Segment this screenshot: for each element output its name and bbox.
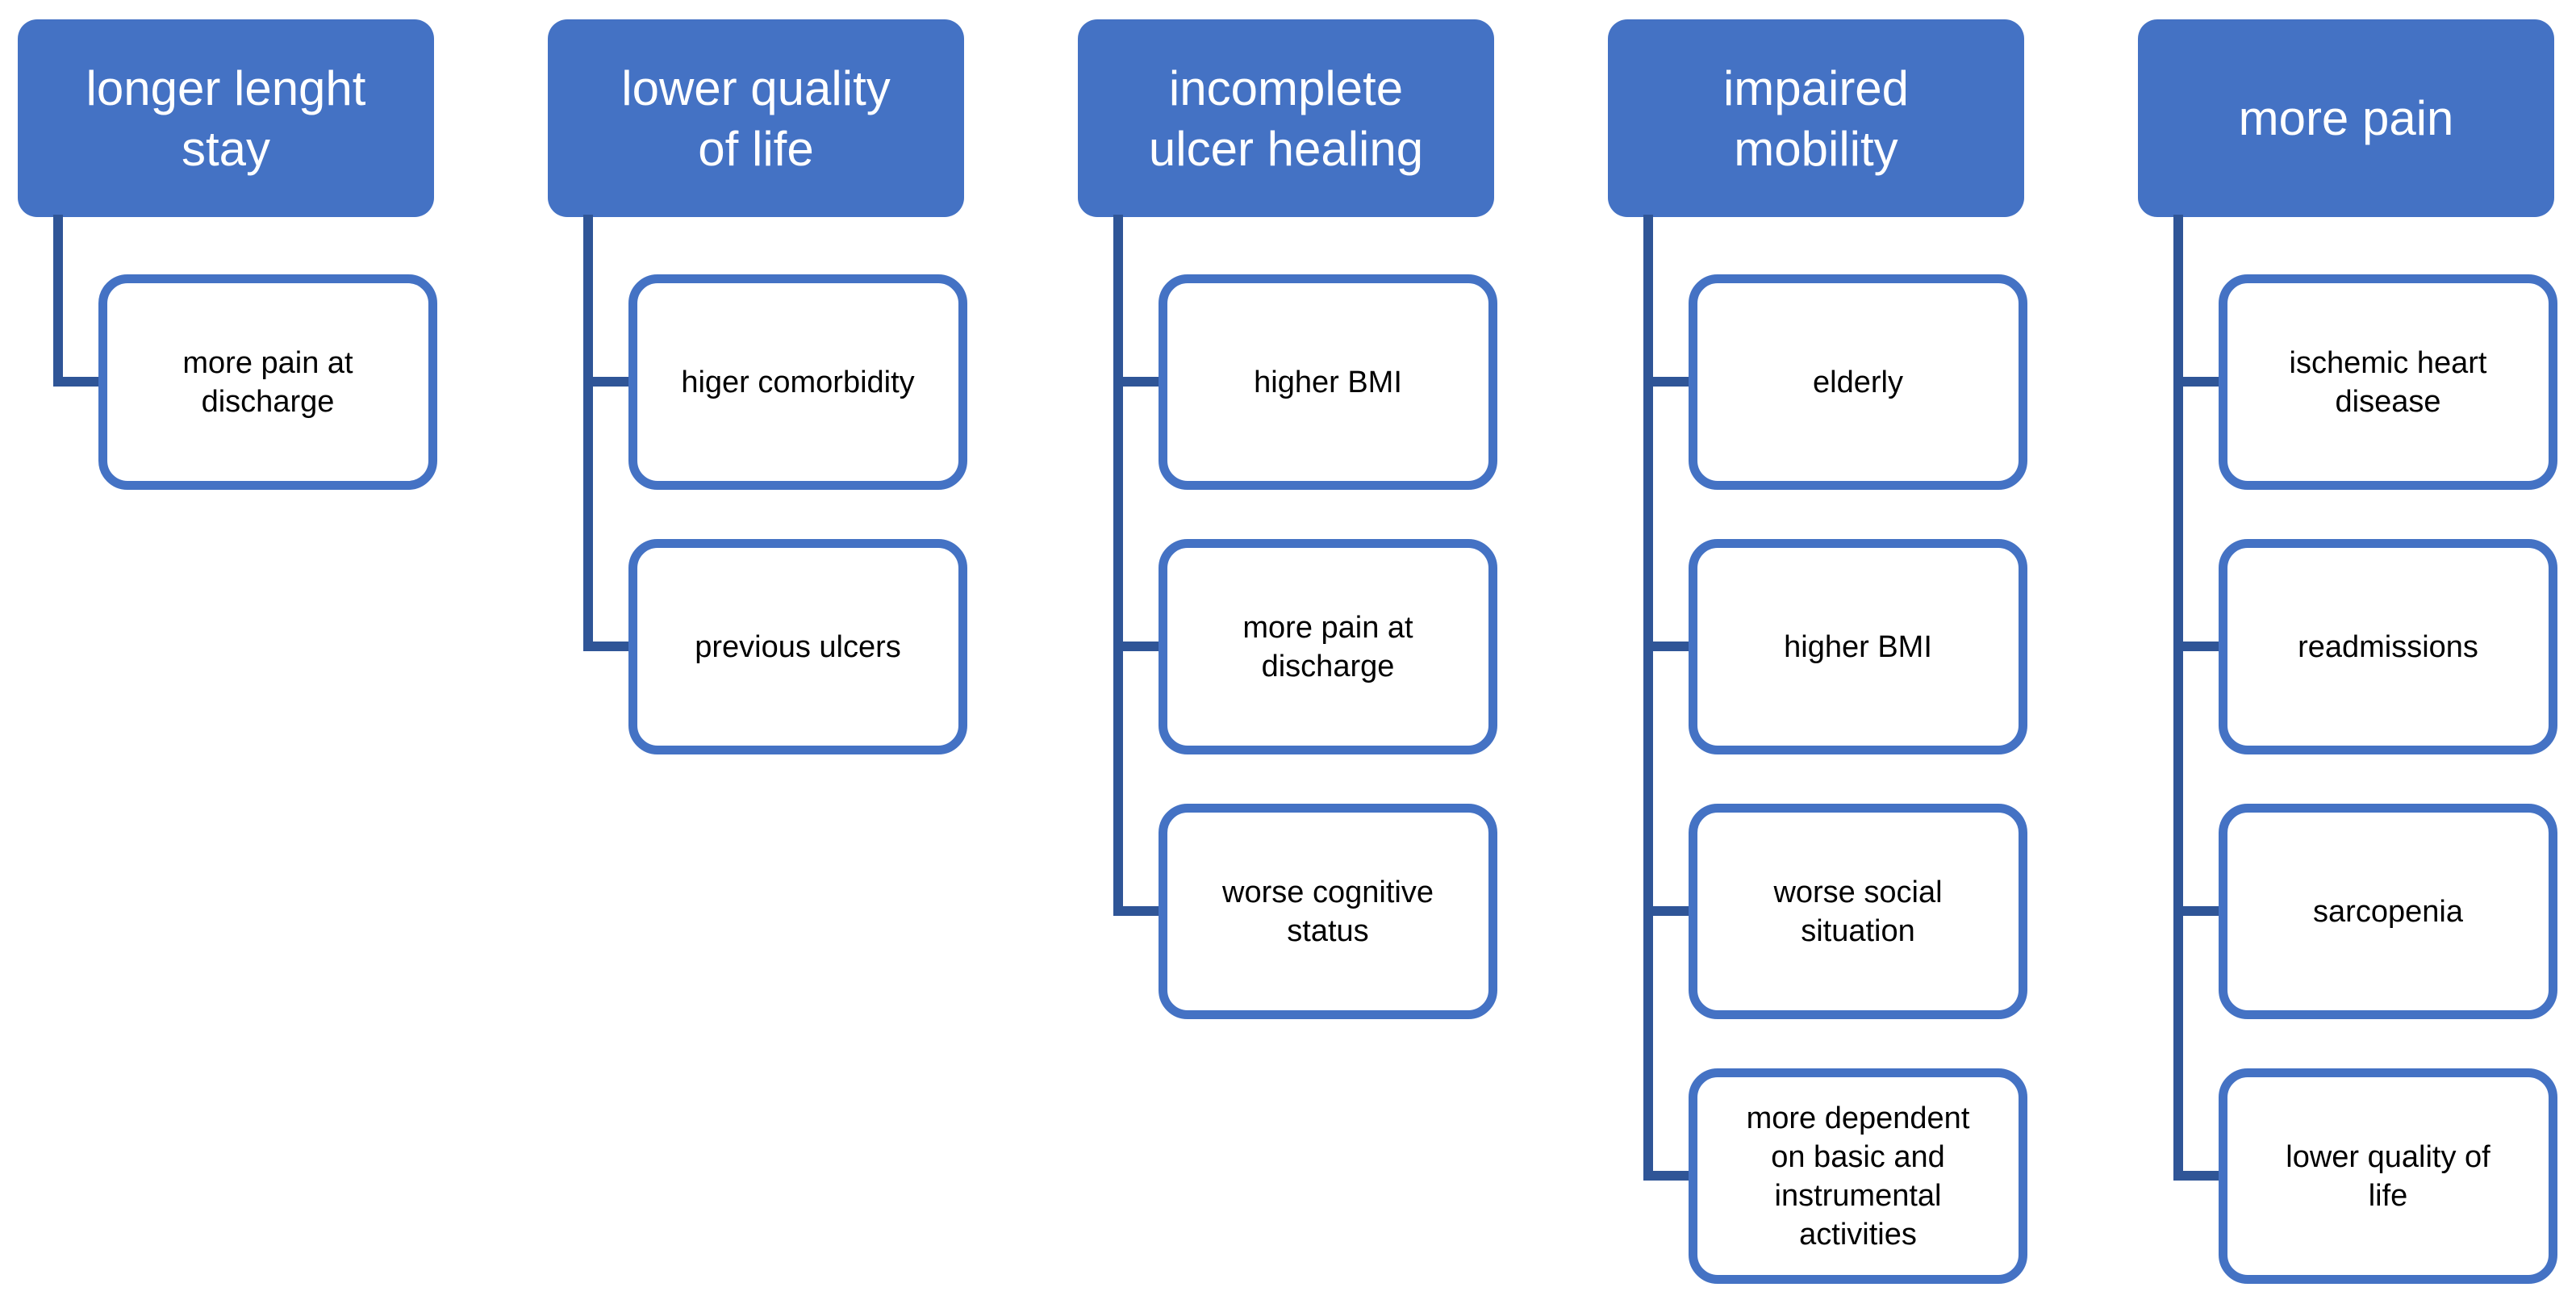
branch-header-more-pain: more pain xyxy=(2138,19,2554,217)
connector-stub xyxy=(2173,377,2223,387)
branch-column-2: lower quality of life higer comorbidity … xyxy=(548,0,988,1304)
branch-header-lower-quality-of-life: lower quality of life xyxy=(548,19,964,217)
connector-stub xyxy=(1113,906,1163,916)
connector-stub xyxy=(1113,642,1163,651)
connector-stub xyxy=(1643,1171,1693,1181)
factor-box: worse cognitive status xyxy=(1159,804,1497,1019)
factor-box: higher BMI xyxy=(1689,539,2027,754)
connector-stub xyxy=(53,377,103,387)
connector-trunk xyxy=(1643,215,1653,1181)
connector-stub xyxy=(583,642,633,651)
branch-column-1: longer lenght stay more pain at discharg… xyxy=(18,0,458,1304)
connector-stub xyxy=(1643,377,1693,387)
connector-trunk xyxy=(2173,215,2183,1181)
factor-box: more dependent on basic and instrumental… xyxy=(1689,1068,2027,1284)
connector-trunk xyxy=(53,215,63,387)
connector-stub xyxy=(2173,906,2223,916)
connector-trunk xyxy=(583,215,593,651)
factor-box: higer comorbidity xyxy=(628,274,967,490)
branch-header-impaired-mobility: impaired mobility xyxy=(1608,19,2024,217)
factor-box: higher BMI xyxy=(1159,274,1497,490)
factor-box: lower quality of life xyxy=(2219,1068,2557,1284)
factor-box: elderly xyxy=(1689,274,2027,490)
factor-box: sarcopenia xyxy=(2219,804,2557,1019)
connector-stub xyxy=(1643,642,1693,651)
connector-stub xyxy=(2173,642,2223,651)
connector-stub xyxy=(583,377,633,387)
factor-box: more pain at discharge xyxy=(1159,539,1497,754)
branch-header-incomplete-ulcer-healing: incomplete ulcer healing xyxy=(1078,19,1494,217)
connector-stub xyxy=(2173,1171,2223,1181)
connector-stub xyxy=(1643,906,1693,916)
branch-column-4: impaired mobility elderly higher BMI wor… xyxy=(1608,0,2048,1304)
connector-trunk xyxy=(1113,215,1123,916)
connector-stub xyxy=(1113,377,1163,387)
factor-box: worse social situation xyxy=(1689,804,2027,1019)
factor-box: previous ulcers xyxy=(628,539,967,754)
branch-header-longer-length-stay: longer lenght stay xyxy=(18,19,434,217)
branch-column-3: incomplete ulcer healing higher BMI more… xyxy=(1078,0,1518,1304)
factor-box: ischemic heart disease xyxy=(2219,274,2557,490)
factor-box: more pain at discharge xyxy=(98,274,437,490)
branch-column-5: more pain ischemic heart disease readmis… xyxy=(2138,0,2576,1304)
factor-box: readmissions xyxy=(2219,539,2557,754)
